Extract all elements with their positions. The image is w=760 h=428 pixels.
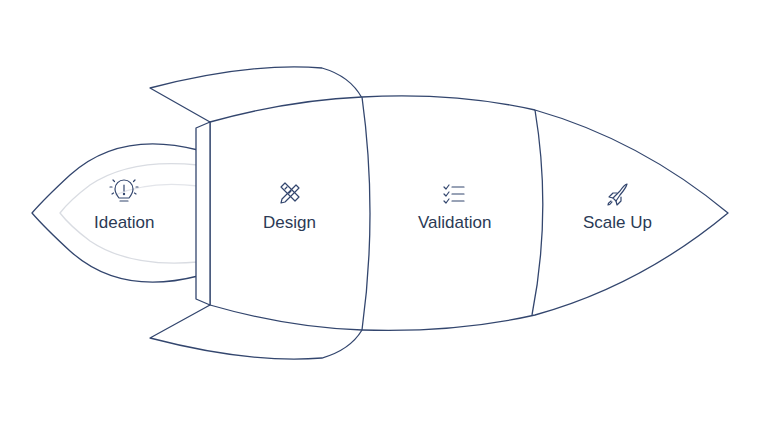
flame-inner-line xyxy=(115,184,198,195)
rocket-section: Validation xyxy=(412,211,497,235)
rocket-icon xyxy=(608,184,627,205)
section-label: Scale Up xyxy=(583,213,652,233)
section-label: Design xyxy=(263,213,316,233)
checklist-icon xyxy=(444,185,464,203)
rocket-section: Design xyxy=(257,211,322,235)
bulb-icon xyxy=(110,180,138,201)
section-divider xyxy=(532,110,543,315)
flame-outline xyxy=(32,144,198,282)
design-icon xyxy=(281,183,299,203)
section-label: Validation xyxy=(418,213,491,233)
rocket-section: Ideation xyxy=(88,211,161,235)
nozzle xyxy=(196,122,210,305)
section-divider xyxy=(362,97,370,330)
section-label: Ideation xyxy=(94,213,155,233)
flame-inner xyxy=(60,164,198,264)
rocket-body xyxy=(210,96,728,331)
rocket-section: Scale Up xyxy=(577,211,658,235)
